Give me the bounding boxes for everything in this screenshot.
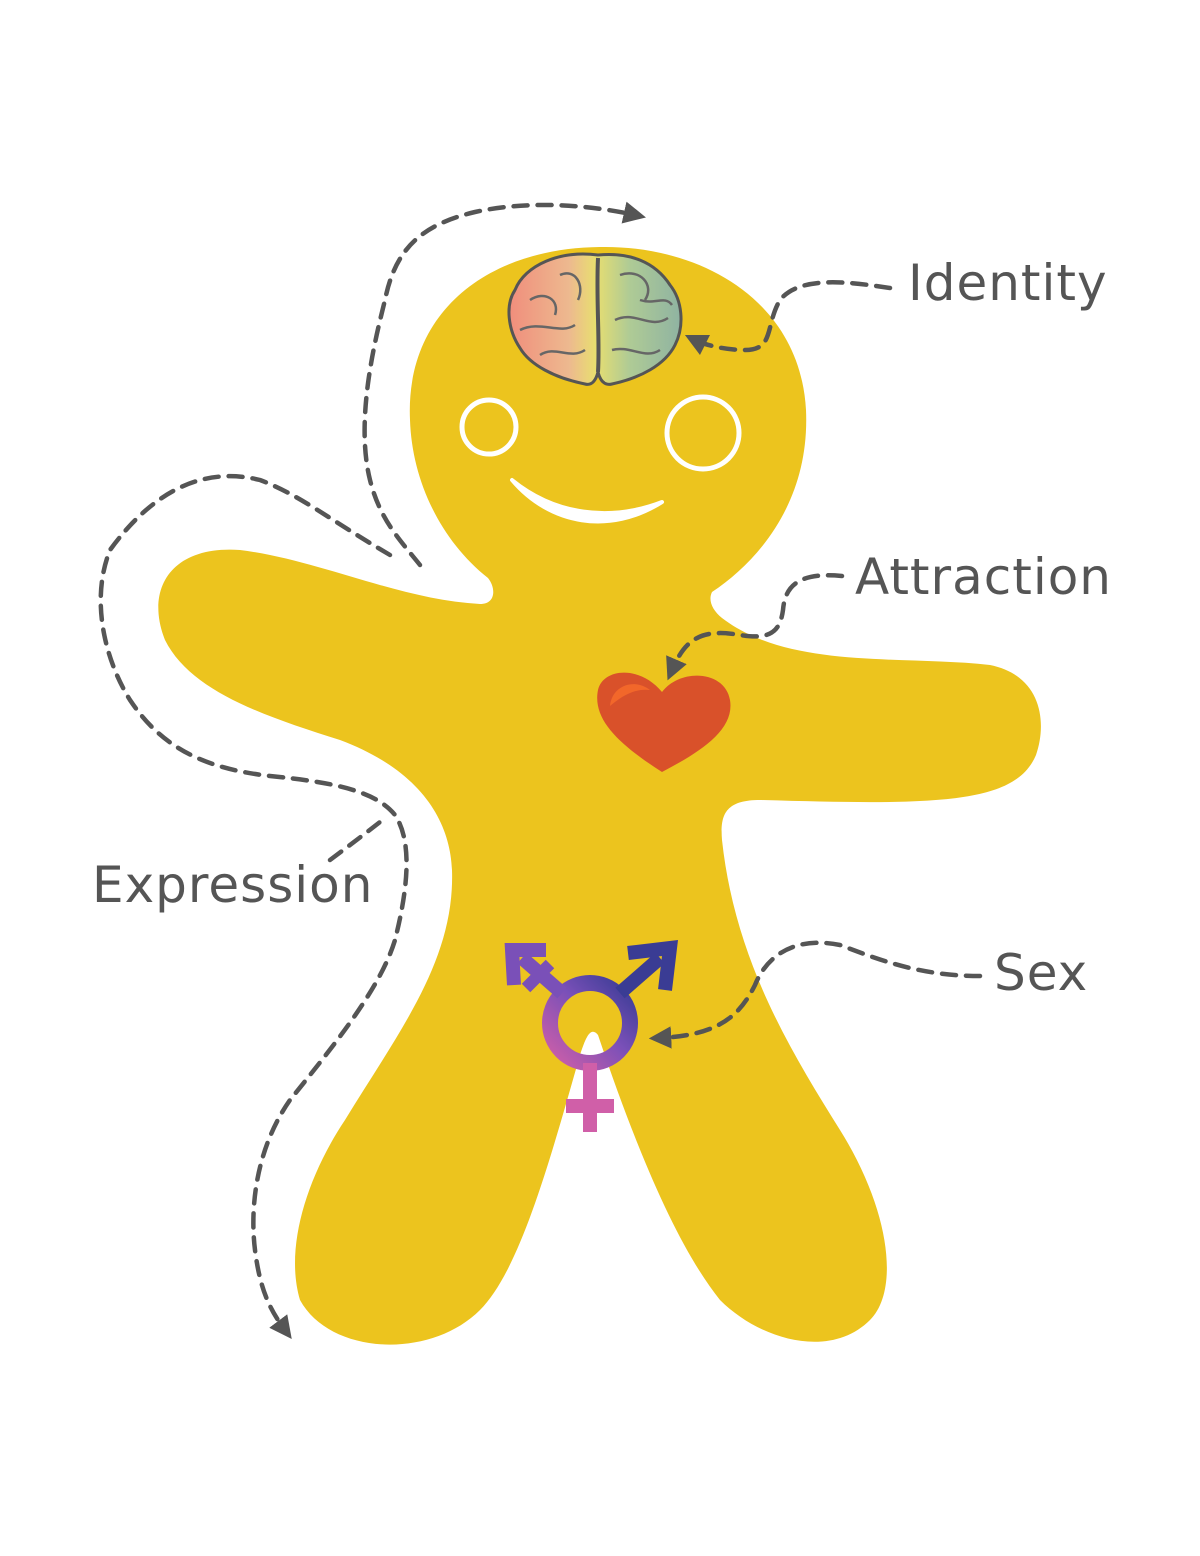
identity-arrow	[684, 280, 893, 356]
brain-icon	[507, 252, 683, 386]
left-eye	[459, 397, 519, 457]
attraction-arrow	[666, 573, 845, 681]
identity-label: Identity	[908, 254, 1108, 312]
attraction-label: Attraction	[855, 548, 1112, 606]
right-eye	[664, 394, 742, 472]
sex-arrow	[648, 940, 983, 1049]
heart-icon	[597, 672, 731, 772]
expression-label: Expression	[92, 856, 374, 914]
expression-label-connector	[327, 815, 388, 863]
smile	[510, 478, 664, 524]
transgender-symbol-icon	[504, 939, 679, 1132]
sex-label: Sex	[994, 944, 1089, 1002]
expression-arrow-top	[362, 201, 646, 568]
figure-body	[158, 246, 1041, 1345]
expression-arrow-side	[98, 474, 409, 1340]
